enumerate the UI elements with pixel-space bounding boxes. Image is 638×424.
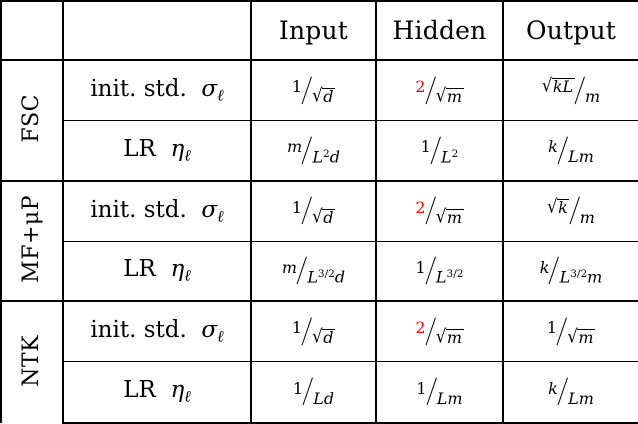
cell-mfmup-initstd-hidden: 2√m bbox=[375, 179, 504, 242]
table-row: NTK init. std. σℓ 1√d 2√m bbox=[0, 300, 638, 423]
sigma-symbol: σ bbox=[194, 75, 218, 102]
row-header-init-std-text: init. std. bbox=[90, 75, 187, 102]
row-header-lr-text: LR bbox=[123, 135, 156, 162]
row-header-lr-text: LR bbox=[123, 377, 156, 404]
cell-ntk-lr-hidden: 1Lm bbox=[375, 361, 504, 424]
sigma-subscript: ℓ bbox=[217, 85, 224, 105]
table-row: LR ηℓ mL3/2d 1L3/2 kL3/2m bbox=[1, 241, 638, 303]
table-row: MF+μP init. std. σℓ 1√d 2√m bbox=[0, 179, 638, 302]
table-row: FSC init. std. σℓ 1√d 2√m bbox=[0, 59, 638, 181]
row-header-init-std: init. std. σℓ bbox=[62, 300, 252, 363]
table-row: LR ηℓ mL2d 1L2 kLm bbox=[1, 120, 638, 182]
eta-subscript: ℓ bbox=[184, 265, 191, 285]
header-corner-rowlabel bbox=[62, 0, 252, 62]
row-header-lr-text: LR bbox=[123, 256, 156, 283]
column-header-output: Output bbox=[502, 0, 638, 62]
cell-mfmup-lr-output: kL3/2m bbox=[502, 241, 638, 303]
cell-ntk-initstd-output: 1√m bbox=[502, 300, 638, 363]
column-header-input: Input bbox=[250, 0, 377, 62]
table-row: LR ηℓ 1Ld 1Lm kLm bbox=[1, 361, 638, 424]
row-header-init-std: init. std. σℓ bbox=[62, 59, 252, 122]
cell-fsc-initstd-input: 1√d bbox=[250, 59, 377, 122]
sigma-symbol: σ bbox=[194, 317, 218, 344]
sigma-subscript: ℓ bbox=[217, 205, 224, 225]
group-label-ntk: NTK bbox=[0, 300, 64, 423]
sigma-symbol: σ bbox=[194, 196, 218, 223]
cell-mfmup-lr-input: mL3/2d bbox=[250, 241, 377, 303]
sigma-subscript: ℓ bbox=[217, 326, 224, 346]
row-header-lr: LR ηℓ bbox=[62, 361, 252, 424]
group-label-fsc: FSC bbox=[0, 59, 64, 181]
cell-ntk-lr-output: kLm bbox=[502, 361, 638, 424]
group-label-fsc-text: FSC bbox=[19, 94, 44, 143]
row-header-lr: LR ηℓ bbox=[62, 241, 252, 303]
cell-mfmup-initstd-output: √km bbox=[502, 179, 638, 242]
cell-fsc-initstd-hidden: 2√m bbox=[375, 59, 504, 122]
cell-ntk-lr-input: 1Ld bbox=[250, 361, 377, 424]
cell-fsc-lr-input: mL2d bbox=[250, 120, 377, 182]
eta-subscript: ℓ bbox=[184, 386, 191, 406]
cell-mfmup-initstd-input: 1√d bbox=[250, 179, 377, 242]
cell-ntk-initstd-input: 1√d bbox=[250, 300, 377, 363]
eta-subscript: ℓ bbox=[184, 145, 191, 165]
eta-symbol: η bbox=[163, 256, 185, 283]
cell-fsc-initstd-output: √kLm bbox=[502, 59, 638, 122]
table-header-row: Input Hidden Output bbox=[0, 0, 638, 62]
row-header-init-std: init. std. σℓ bbox=[62, 179, 252, 242]
row-header-init-std-text: init. std. bbox=[90, 317, 187, 344]
header-corner-tag bbox=[0, 0, 64, 62]
group-label-ntk-text: NTK bbox=[19, 334, 44, 387]
cell-fsc-lr-hidden: 1L2 bbox=[375, 120, 504, 182]
cell-ntk-initstd-hidden: 2√m bbox=[375, 300, 504, 363]
cell-fsc-lr-output: kLm bbox=[502, 120, 638, 182]
row-header-lr: LR ηℓ bbox=[62, 120, 252, 182]
group-label-mf-mup: MF+μP bbox=[0, 179, 64, 302]
column-header-hidden: Hidden bbox=[375, 0, 504, 62]
cell-mfmup-lr-hidden: 1L3/2 bbox=[375, 241, 504, 303]
eta-symbol: η bbox=[163, 377, 185, 404]
row-header-init-std-text: init. std. bbox=[90, 196, 187, 223]
group-label-mf-mup-text: MF+μP bbox=[19, 195, 44, 283]
eta-symbol: η bbox=[163, 135, 185, 162]
